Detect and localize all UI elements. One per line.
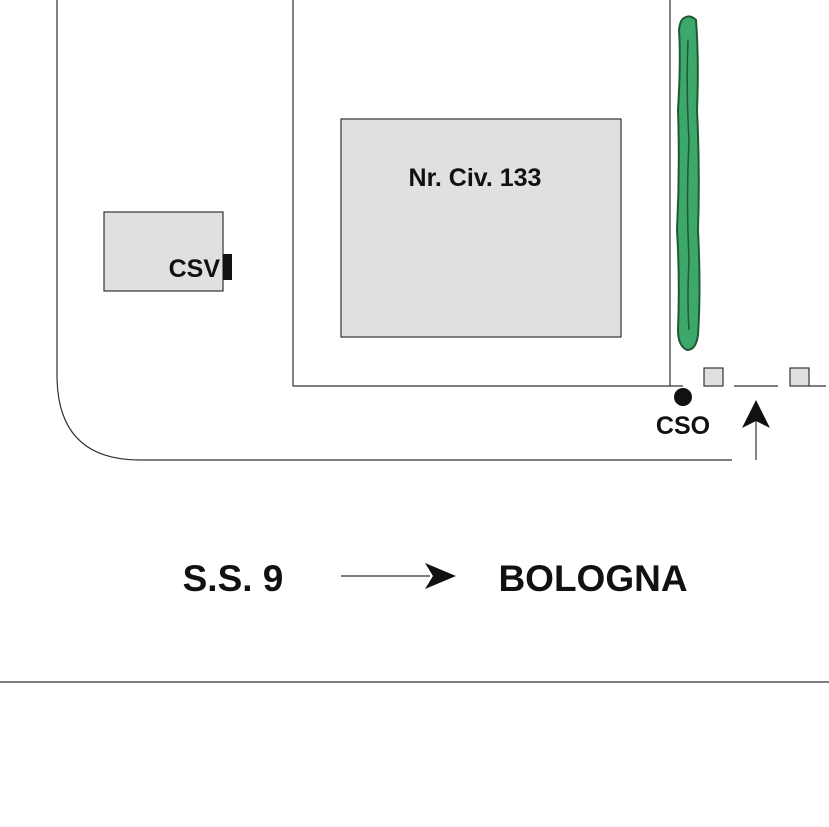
- property-boundary: [292, 0, 683, 387]
- arrow-right-icon: [425, 563, 456, 589]
- hedge-detail: [686, 39, 690, 331]
- main-building: [340, 118, 622, 338]
- cso-label: CSO: [656, 412, 710, 440]
- csv-building: [103, 211, 224, 292]
- valve-block-icon: [223, 254, 232, 280]
- manhole-dot-icon: [674, 388, 692, 406]
- road-label: S.S. 9: [183, 558, 284, 599]
- gate-post-left: [703, 367, 724, 387]
- gate-post-right: [789, 367, 810, 387]
- csv-label: CSV: [169, 255, 221, 283]
- arrow-up-icon: [742, 400, 770, 428]
- lot-boundary: [56, 0, 732, 461]
- building-label: Nr. Civ. 133: [409, 164, 542, 192]
- destination-label: BOLOGNA: [498, 558, 687, 599]
